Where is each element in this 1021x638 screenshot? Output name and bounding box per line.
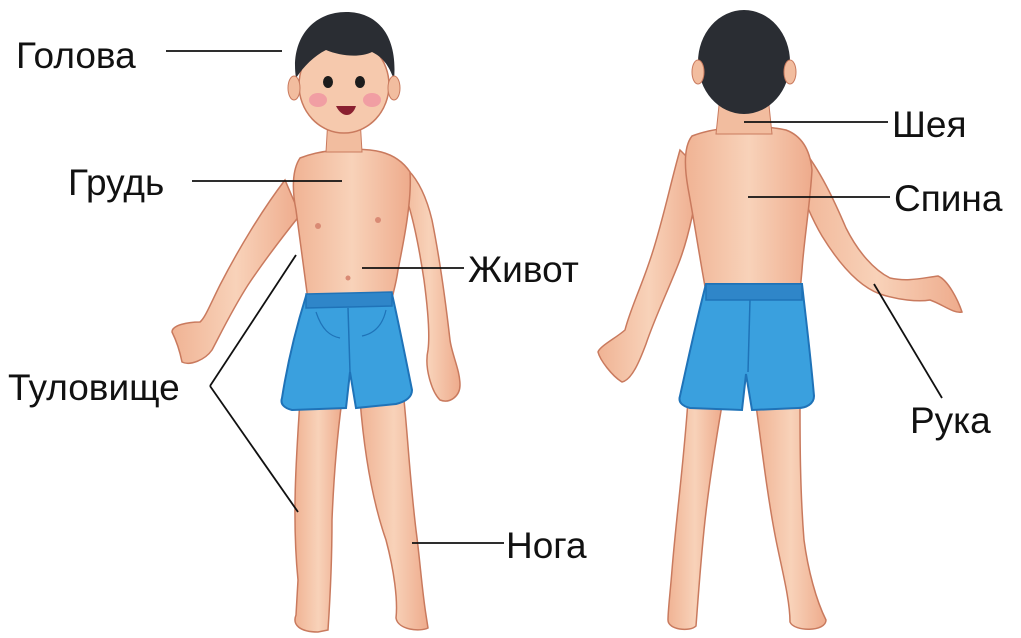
label-neck: Шея	[892, 106, 967, 143]
back-torso	[685, 127, 812, 292]
back-shorts	[679, 284, 814, 410]
front-view-boy	[172, 12, 460, 632]
front-right-leg	[360, 400, 428, 630]
leader-lines	[166, 51, 942, 543]
back-left-leg	[668, 400, 722, 629]
label-torso: Туловище	[8, 369, 180, 406]
label-back: Спина	[894, 180, 1002, 217]
front-shorts	[281, 294, 412, 410]
label-arm: Рука	[910, 402, 991, 439]
label-head: Голова	[16, 37, 136, 74]
back-view-boy	[598, 10, 962, 629]
back-head-hair	[698, 10, 790, 114]
back-right-leg	[756, 402, 826, 629]
front-torso	[293, 149, 410, 300]
label-chest: Грудь	[68, 164, 164, 201]
back-left-arm	[598, 150, 700, 382]
front-left-leg	[295, 400, 342, 632]
label-leg: Нога	[506, 527, 587, 564]
label-belly: Живот	[468, 251, 579, 288]
front-left-arm	[172, 180, 300, 363]
